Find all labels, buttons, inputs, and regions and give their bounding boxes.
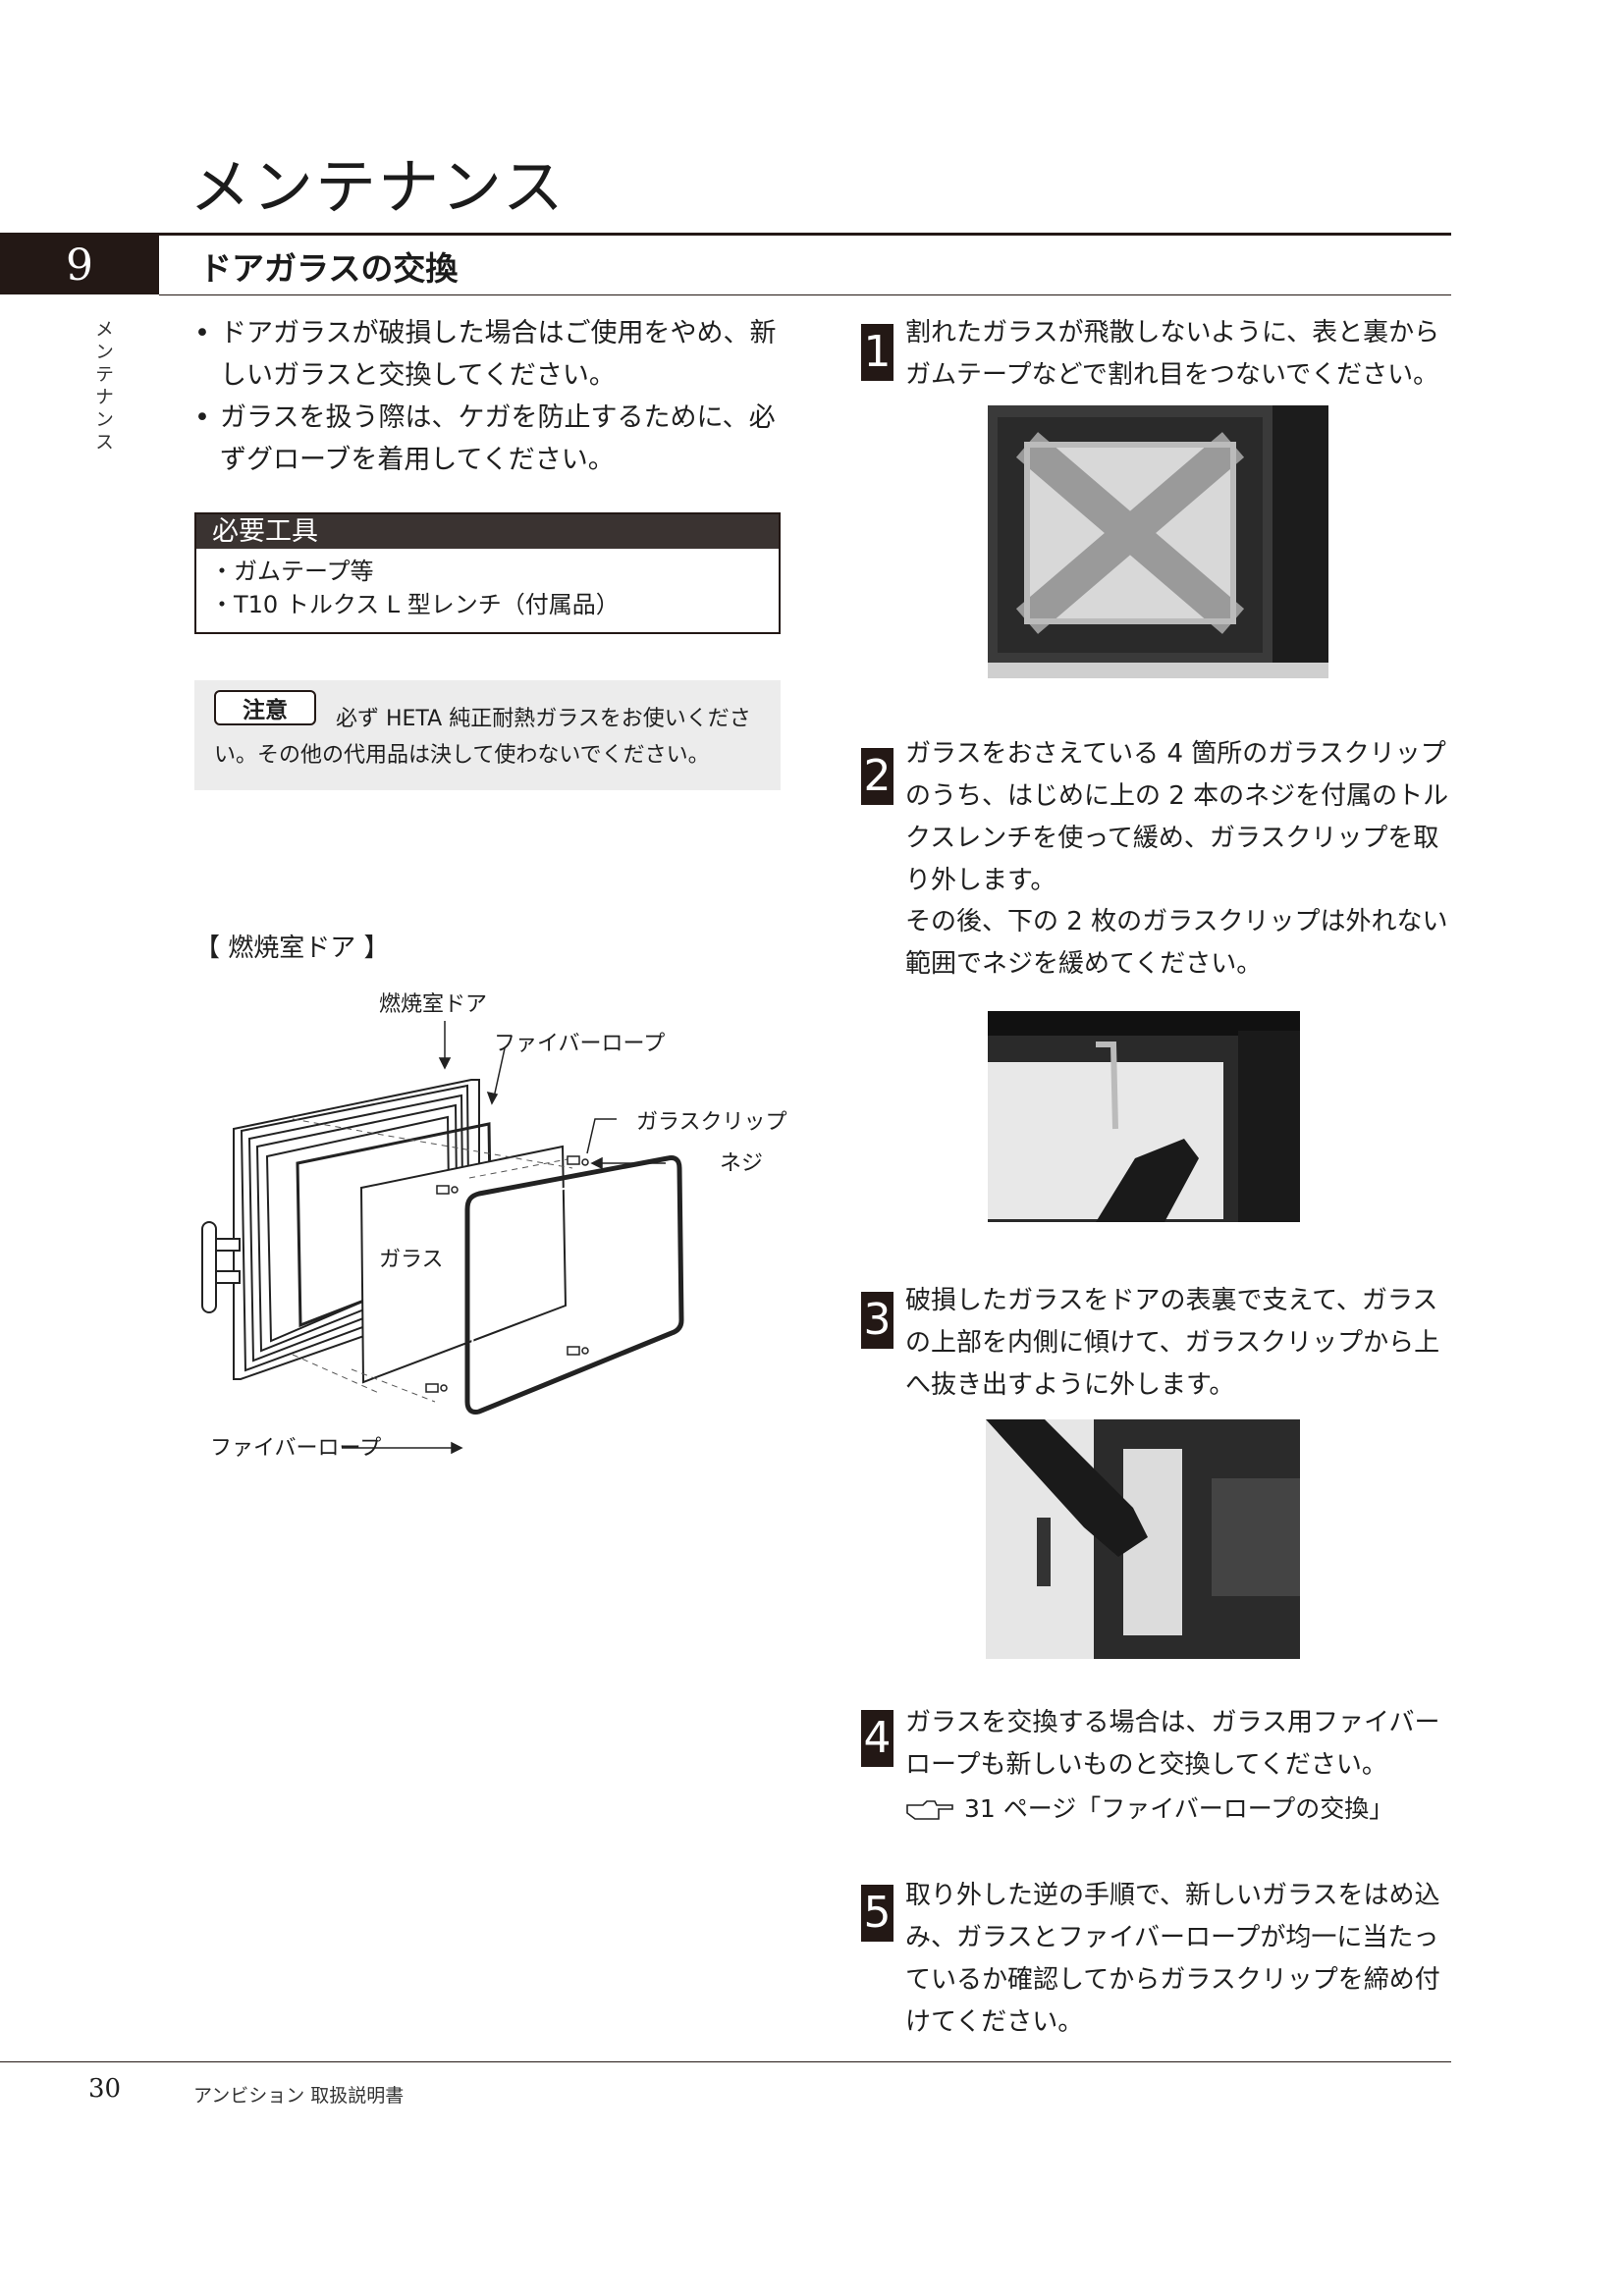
step-text: 取り外した逆の手順で、新しいガラスをはめ込み、ガラスとファイバーロープが均一に当… (905, 1881, 1440, 2037)
step-reference-text: 31 ページ「ファイバーロープの交換」 (964, 1794, 1394, 1823)
step-number: 2 (861, 748, 893, 805)
bullet-text: ガラスを扱う際は、ケガを防止するために、必ずグローブを着用してください。 (220, 402, 776, 475)
bullet-text: ドアガラスが破損した場合はご使用をやめ、新しいガラスと交換してください。 (220, 318, 777, 391)
glass-clip-icon (425, 1155, 589, 1393)
label-door: 燃焼室ドア (379, 992, 487, 1017)
step-text: ガラスをおさえている 4 箇所のガラスクリップのうち、はじめに上の 2 本のネジ… (905, 739, 1449, 895)
step-number: 3 (861, 1292, 893, 1349)
leader-lines (342, 1021, 666, 1455)
label-glass: ガラス (379, 1248, 444, 1272)
step1-photo (988, 405, 1328, 678)
glass-pane (359, 1145, 568, 1384)
section-rule (159, 294, 1451, 295)
step-text: ガラスを交換する場合は、ガラス用ファイバーロープも新しいものと交換してください。 (905, 1708, 1440, 1780)
bullet-dot: • (194, 402, 210, 433)
side-label: メンテナンス (92, 319, 114, 454)
section-title: ドアガラスの交換 (199, 249, 459, 288)
tools-box: 必要工具 ・ガムテープ等 ・T10 トルクス L 型レンチ（付属品） (194, 512, 781, 634)
step-number: 4 (861, 1710, 893, 1767)
step-number: 1 (861, 324, 893, 381)
label-rope-top: ファイバーロープ (494, 1032, 665, 1056)
caution-text: 必ず HETA 純正耐熱ガラスをお使いください。その他の代用品は決して使わないで… (214, 707, 751, 768)
step-number: 5 (861, 1885, 893, 1942)
pointing-hand-icon (906, 1800, 953, 1820)
step-text: 割れたガラスが飛散しないように、表と裏からガムテープなどで割れ目をつないでくださ… (905, 318, 1440, 390)
alignment-lines (292, 1118, 573, 1403)
step-text-2: その後、下の 2 枚のガラスクリップは外れない範囲でネジを緩めてください。 (905, 907, 1448, 979)
tools-item: ・T10 トルクス L 型レンチ（付属品） (210, 591, 620, 618)
header-rule (0, 233, 1451, 236)
step-reference[interactable]: 31 ページ「ファイバーロープの交換」 (905, 1789, 1393, 1829)
bullet-dot: • (194, 318, 210, 348)
step2-photo (988, 1011, 1300, 1222)
label-screw: ネジ (720, 1151, 763, 1176)
step-text: 破損したガラスをドアの表裏で支えて、ガラスの上部を内側に傾けて、ガラスクリップか… (905, 1286, 1440, 1400)
door-exploded-diagram: 燃焼室ドア ファイバーロープ ガラスクリップ ネジ ガラス ファイバーロープ (201, 992, 787, 1461)
tools-heading: 必要工具 (196, 514, 779, 549)
bullet-item: • ガラスを扱う際は、ケガを防止するために、必ずグローブを着用してください。 (194, 397, 793, 481)
footer-rule (0, 2061, 1451, 2062)
fiber-rope-bottom (464, 1155, 684, 1415)
handle-icon (201, 1221, 241, 1313)
footer-title: アンビション 取扱説明書 (193, 2085, 405, 2107)
page-title: メンテナンス (189, 151, 566, 223)
label-clip: ガラスクリップ (636, 1110, 787, 1135)
caution-tag: 注意 (214, 690, 316, 725)
diagram-caption: 【 燃焼室ドア 】 (194, 934, 390, 963)
step3-photo (986, 1419, 1300, 1659)
tools-item: ・ガムテープ等 (210, 558, 374, 585)
page-number: 30 (88, 2074, 122, 2104)
bullet-item: • ドアガラスが破損した場合はご使用をやめ、新しいガラスと交換してください。 (194, 312, 793, 397)
label-rope-bottom: ファイバーロープ (210, 1436, 381, 1461)
section-number: 9 (0, 236, 159, 294)
intro-bullets: • ドアガラスが破損した場合はご使用をやめ、新しいガラスと交換してください。 •… (194, 312, 793, 481)
